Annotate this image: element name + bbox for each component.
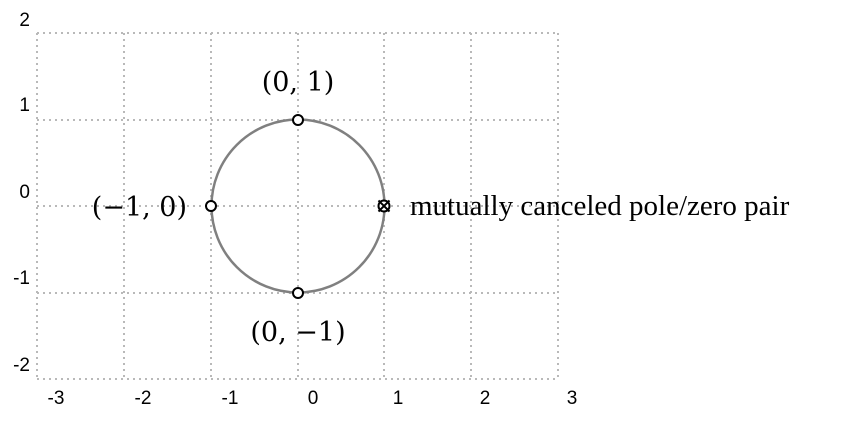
x-tick-label: -2 <box>135 388 152 409</box>
zero-marker-top <box>292 114 304 126</box>
x-tick-label: -1 <box>222 388 239 409</box>
zero-label-bottom: (0, −1) <box>250 317 345 348</box>
zero-markers <box>205 114 304 299</box>
zero-marker-bottom <box>292 287 304 299</box>
zero-label-top: (0, 1) <box>262 67 335 98</box>
canceled-pole-cross-b <box>377 199 391 213</box>
x-tick-label: 1 <box>393 388 404 409</box>
canceled-pair-label: mutually canceled pole/zero pair <box>410 190 790 222</box>
y-tick-label: 0 <box>19 182 30 203</box>
grid <box>36 32 559 380</box>
x-axis-ticks: -3 -2 -1 0 1 2 3 <box>48 388 578 409</box>
x-tick-label: 3 <box>567 388 578 409</box>
y-tick-label: 2 <box>19 10 30 31</box>
canceled-pole-zero-marker <box>377 199 391 213</box>
y-tick-label: -1 <box>13 268 30 289</box>
x-tick-label: 0 <box>308 388 319 409</box>
y-tick-label: 1 <box>19 95 30 116</box>
zero-marker-left <box>205 200 217 212</box>
unit-circle <box>210 118 386 294</box>
y-axis-ticks: 2 1 0 -1 -2 <box>13 10 30 376</box>
y-tick-label: -2 <box>13 355 30 376</box>
zero-label-left: (−1, 0) <box>92 192 187 223</box>
x-tick-label: 2 <box>480 388 491 409</box>
x-tick-label: -3 <box>48 388 65 409</box>
